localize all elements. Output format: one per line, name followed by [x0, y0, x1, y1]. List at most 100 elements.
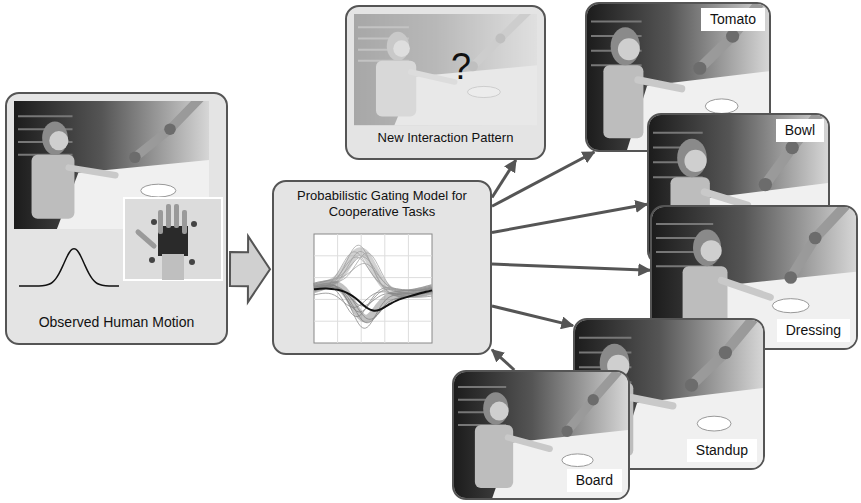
robot-joint: [816, 115, 828, 116]
finger: [158, 210, 163, 234]
robot-joint: [759, 178, 772, 191]
text-holder: Tomato: [701, 8, 765, 31]
text-holder: New Interaction Pattern: [353, 130, 538, 146]
arrow-connector: [492, 306, 573, 326]
person-face: [701, 240, 722, 261]
robot-joint: [164, 123, 176, 135]
gating-plot: [314, 234, 432, 343]
person-face: [618, 38, 640, 60]
frame: [7, 94, 226, 343]
box-label: Probabilistic Gating Model for Cooperati…: [280, 188, 484, 219]
plate: [141, 184, 176, 197]
person-arm: [721, 280, 770, 297]
text-holder: Bowl: [776, 119, 824, 142]
robot-joint: [197, 94, 209, 101]
task-tag: Dressing: [786, 322, 841, 339]
process-box: New Interaction Pattern: [345, 5, 546, 160]
arrow-connector: [492, 264, 650, 270]
robot-joint: [719, 346, 732, 359]
robot-joint: [751, 320, 763, 321]
robot-joint: [588, 394, 599, 405]
shelf-line: [653, 132, 703, 134]
person-body: [603, 65, 643, 138]
motion-curve: [19, 249, 119, 286]
task-tag: Tomato: [710, 11, 756, 28]
person-hair: [483, 392, 508, 425]
plate: [467, 86, 500, 97]
shelf-line: [656, 223, 713, 225]
finger: [182, 210, 187, 234]
person-body: [376, 61, 416, 117]
person-face: [393, 40, 410, 57]
person-body: [32, 155, 75, 219]
plate: [772, 299, 809, 313]
person-arm: [638, 80, 682, 89]
sample-curve: [314, 284, 432, 312]
text-holder: Board: [567, 469, 622, 492]
robot-joint: [129, 152, 141, 164]
faded-photo: [354, 7, 537, 125]
plate: [697, 416, 731, 431]
plate: [562, 454, 593, 467]
arrow-connector: [492, 204, 647, 232]
person-arm: [704, 192, 747, 205]
robot-joint: [784, 271, 797, 284]
marker-dot: [149, 257, 155, 263]
person-hair: [42, 121, 68, 154]
shelf-line: [591, 21, 642, 23]
robot-joint: [693, 62, 706, 75]
robot-arm: [791, 207, 850, 278]
marker-dot: [189, 259, 195, 265]
question-mark: ?: [451, 46, 471, 88]
robot-joint: [809, 232, 822, 245]
marker-dot: [151, 219, 157, 225]
hand-inset: [124, 198, 222, 280]
task-tag: Board: [576, 472, 613, 489]
robot-joint: [526, 7, 536, 13]
robot-arm: [765, 115, 822, 185]
process-box: Probabilistic Gating Model for Cooperati…: [272, 180, 492, 355]
shelf-line: [18, 115, 73, 117]
shelf-line: [458, 386, 506, 388]
text-holder: Observed Human Motion: [13, 314, 220, 331]
grid-line: [314, 321, 432, 322]
finger: [166, 204, 171, 228]
robot-arm: [567, 372, 623, 431]
arrow-connector: [492, 160, 516, 198]
person-arm: [628, 397, 673, 406]
photo: [454, 372, 628, 498]
person-face: [684, 150, 706, 172]
arrow-connector: [492, 152, 594, 206]
robot-joint: [561, 426, 572, 437]
robot-joint: [495, 33, 505, 43]
robot-joint: [786, 141, 799, 154]
person-hair: [693, 230, 721, 267]
shelf-line: [358, 26, 409, 28]
person-hair: [387, 32, 409, 61]
person-body: [475, 425, 513, 488]
person-arm: [508, 438, 550, 449]
box-label: Observed Human Motion: [13, 314, 220, 331]
observed-curve: [314, 289, 432, 311]
robot-joint: [757, 4, 769, 5]
robot-arm: [135, 95, 203, 157]
robot-joint: [685, 378, 698, 391]
lower-band: [314, 284, 432, 318]
process-box: Observed Human Motion: [5, 92, 228, 345]
shelf-line: [579, 337, 631, 339]
person-face: [490, 402, 509, 421]
block-arrow: [230, 236, 270, 302]
plate: [705, 99, 738, 114]
photo: [354, 7, 537, 125]
person-arm: [411, 72, 455, 82]
person-arm: [69, 168, 116, 176]
arrow-connector: [492, 350, 514, 370]
task-tag: Bowl: [785, 122, 815, 139]
box-label: New Interaction Pattern: [353, 130, 538, 146]
text-holder: Probabilistic Gating Model for Cooperati…: [280, 188, 484, 219]
thumb: [138, 232, 154, 246]
text-holder: Dressing: [777, 319, 850, 342]
plot-frame: [314, 234, 432, 343]
illustration: [7, 94, 226, 343]
